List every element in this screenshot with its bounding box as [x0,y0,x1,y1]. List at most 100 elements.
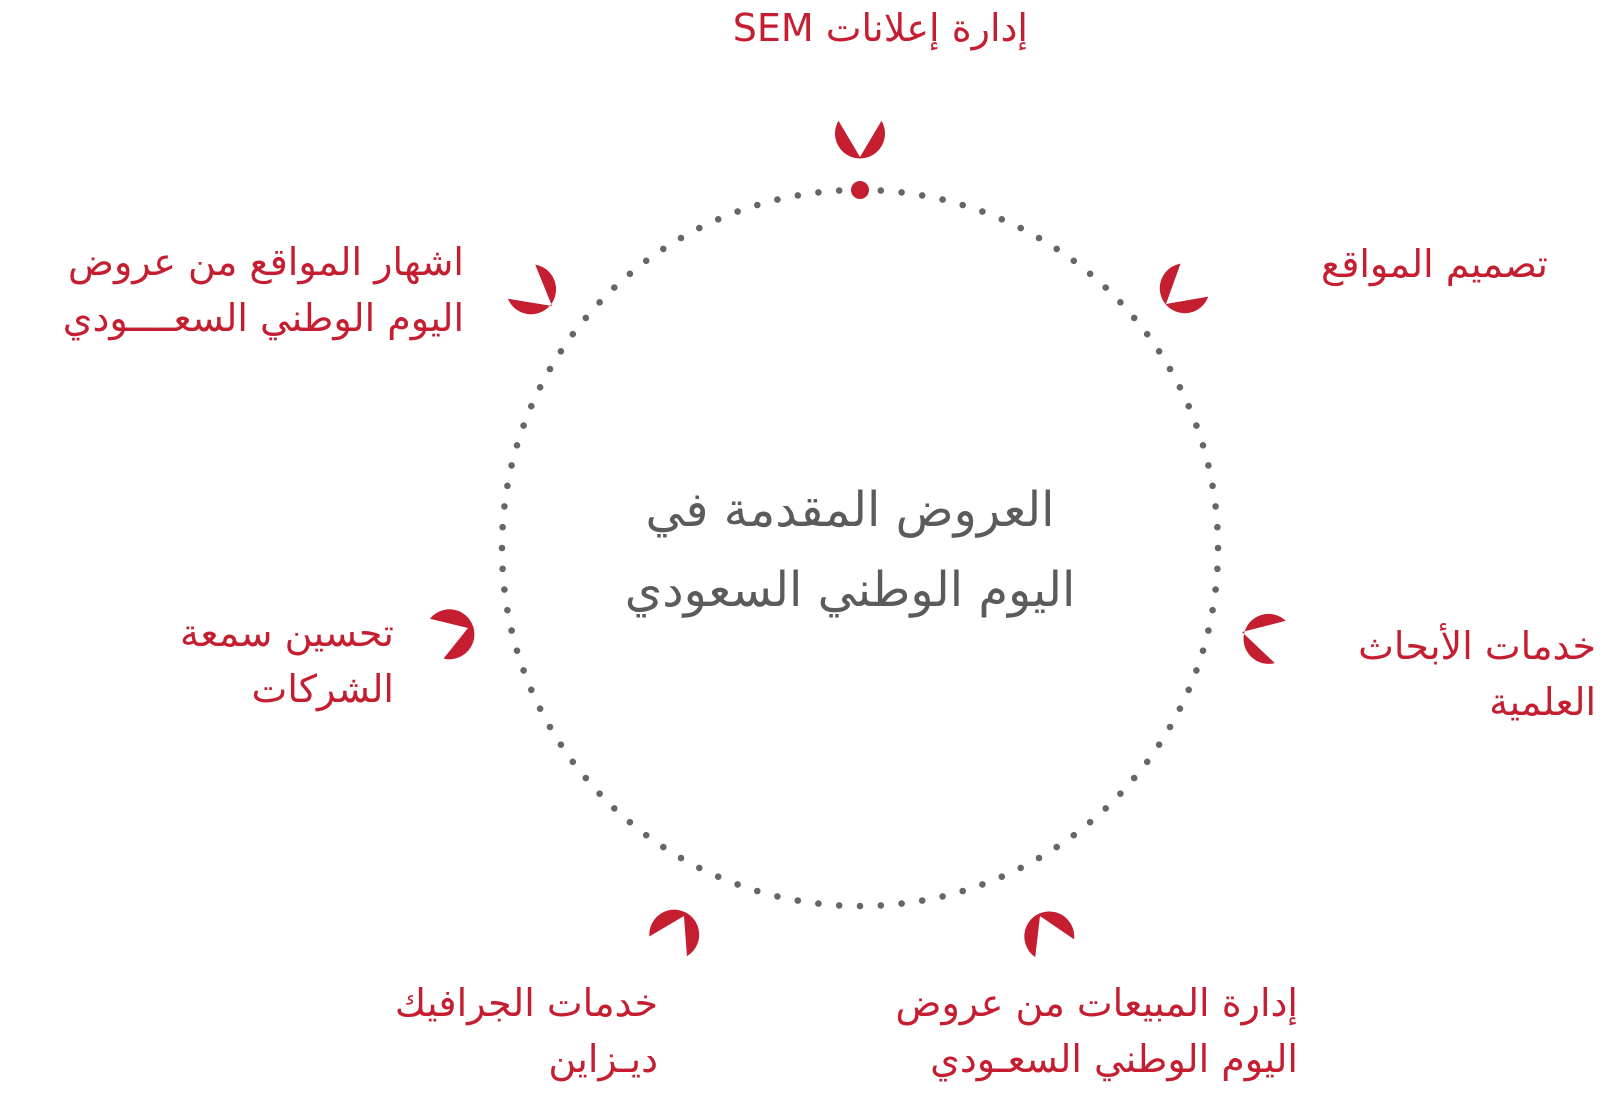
label-reputation-line2: الشركات [251,667,394,711]
ring-dot [626,818,634,826]
label-promotion-line2: اليوم الوطني السعــــودي [62,296,464,340]
markers [429,120,1286,958]
ring-dot [569,758,577,766]
ring-dot [1214,565,1221,573]
ring-dot [1193,422,1200,429]
label-web-design-line1: تصميم المواقع [1320,242,1548,286]
ring-dot [546,365,554,373]
ring-dot [677,854,685,862]
ring-dot [557,741,565,748]
ring-dot [835,902,843,909]
ring-dot [696,224,703,232]
ring-dot [774,893,781,900]
ring-dot [734,881,741,888]
dotted-circle [498,186,1222,910]
ring-dot [1176,705,1184,712]
ring-dot [1209,606,1216,614]
ring-dot [1214,544,1222,552]
ring-dot [1209,482,1216,490]
label-graphics-line2: ديـزاين [548,1037,658,1081]
ring-dot [1086,270,1094,278]
marker-research-icon [1242,613,1286,664]
ring-dot [611,284,618,291]
ring-dot [1143,330,1151,338]
ring-dot [1017,224,1024,232]
ring-dot [877,187,885,194]
ring-dot [513,647,521,654]
ring-dot [498,544,506,552]
ring-dot [660,843,667,851]
ring-dot [1130,314,1138,322]
ring-dot [774,196,781,203]
ring-dot [815,900,822,907]
ring-dot [877,902,885,909]
ring-dot [714,216,722,223]
ring-dot [959,201,966,209]
label-web-design: تصميم المواقع [1321,236,1548,292]
ring-dot [794,897,802,904]
center-title: العروض المقدمة في اليوم الوطني السعودي [490,470,1210,630]
marker-promotion-icon [507,264,557,315]
ring-dot [939,893,946,900]
marker-web-design-icon [1159,263,1209,314]
ring-dot [1143,758,1151,766]
ring-dot [918,192,926,199]
ring-dot [898,189,905,196]
ring-dot [898,900,905,907]
ring-dot [536,384,544,391]
ring-dot [815,189,822,196]
ring-dot [1017,864,1024,872]
ring-dot [660,245,667,253]
label-sales-line2: اليوم الوطني السعـودي [930,1037,1298,1081]
ring-dot [835,187,843,194]
ring-dot [1176,384,1184,391]
ring-dot [569,330,577,338]
center-title-line1: العروض المقدمة في [645,482,1055,538]
ring-dot [959,887,966,895]
ring-dot [1205,627,1212,634]
ring-dot [626,270,634,278]
ring-dot [520,667,527,674]
ring-dot [1214,523,1221,531]
label-graphics-line1: خدمات الجرافيك [394,981,658,1025]
ring-dot [596,790,603,797]
ring-dot [528,402,535,410]
ring-dot [677,234,685,242]
ring-dot [939,196,946,203]
label-research-line1: خدمات الأبحاث [1358,624,1596,668]
ring-dot [1053,843,1060,851]
ring-dot [557,348,565,355]
label-research: خدمات الأبحاث العلمية [1358,618,1596,730]
ring-dot [508,627,515,634]
ring-dot [611,805,618,812]
ring-dot [1086,818,1094,826]
ring-dot [528,686,535,694]
ring-dot [536,705,544,712]
label-sales-line1: إدارة المبيعات من عروض [895,981,1298,1025]
ring-dot [1212,503,1219,510]
ring-dot [998,873,1006,880]
ring-dot [714,873,722,880]
ring-dot [734,208,741,215]
label-research-line2: العلمية [1489,680,1596,724]
ring-dot [918,897,926,904]
ring-dot [1199,647,1207,654]
ring-dot [1185,686,1192,694]
marker-graphics-icon [649,909,700,957]
ring-dot [1185,402,1192,410]
label-reputation-line1: تحسين سمعة [180,611,394,655]
ring-dot [1193,667,1200,674]
label-promotion: اشهار المواقع من عروض اليوم الوطني السعـ… [63,234,464,346]
ring-dot [1102,284,1109,291]
marker-reputation-icon [429,609,475,660]
ring-dot [979,881,986,888]
ring-dot [1117,790,1124,797]
label-reputation: تحسين سمعة الشركات [180,605,394,717]
ring-dot [1130,774,1138,782]
ring-dot [1199,442,1207,449]
ring-dot [1117,299,1124,306]
ring-dot [979,208,986,215]
ring-dot [513,442,521,449]
ring-dot [504,606,511,614]
